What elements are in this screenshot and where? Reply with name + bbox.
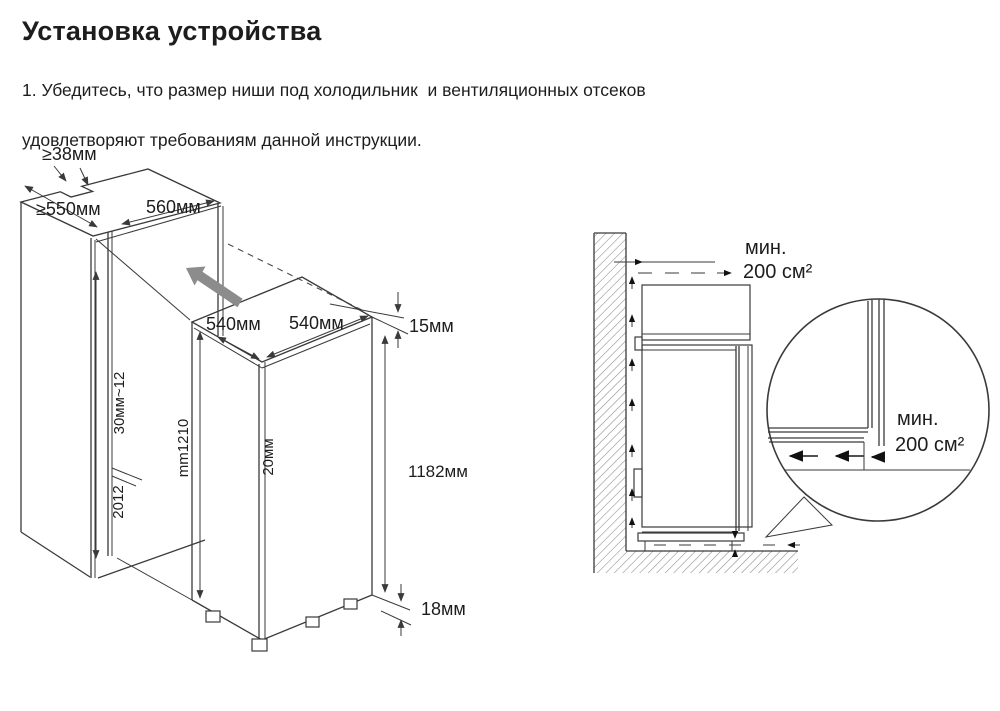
airflow-arrows bbox=[614, 258, 800, 545]
insertion-arrow-icon bbox=[186, 266, 243, 308]
rear-spacer bbox=[634, 336, 643, 351]
rear-spacer bbox=[633, 468, 643, 498]
dim-label-gap: 20мм bbox=[260, 438, 277, 475]
dim-label-top-clearance: 15мм bbox=[409, 316, 454, 336]
vent-label-top-area: 200 см² bbox=[743, 261, 813, 283]
dim-label-fridge-height: 1182мм bbox=[408, 462, 468, 481]
dim-label-min-depth: ≥550мм bbox=[36, 199, 101, 219]
dim-label-side-b: 2012 bbox=[110, 485, 127, 518]
vent-label-top-min: мин. bbox=[745, 237, 787, 259]
wall-hatch bbox=[593, 232, 798, 573]
niche-outline bbox=[19, 168, 367, 601]
vent-label-detail-min: мин. bbox=[897, 408, 939, 430]
fridge-foot bbox=[251, 638, 268, 652]
fridge-side-view bbox=[633, 284, 753, 558]
base-plate bbox=[637, 532, 745, 542]
fridge-foot bbox=[305, 616, 320, 628]
dim-label-inner-height: mm1210 bbox=[175, 419, 192, 477]
upper-vent-box bbox=[641, 284, 751, 341]
fridge-body bbox=[641, 344, 753, 528]
magnifier-circle: мин. 200 см² bbox=[764, 298, 990, 538]
instruction-paragraph: 1. Убедитесь, что размер ниши под холоди… bbox=[22, 78, 646, 153]
instruction-line-1: 1. Убедитесь, что размер ниши под холоди… bbox=[22, 80, 646, 100]
dim-label-top-width: 560мм bbox=[146, 197, 201, 217]
page-title: Установка устройства bbox=[22, 16, 322, 46]
dim-label-side-a: 30мм~12 bbox=[111, 372, 128, 435]
dim-label-pullout: 540мм bbox=[206, 314, 261, 334]
fridge-foot bbox=[343, 598, 358, 610]
vent-label-detail-area: 200 см² bbox=[895, 434, 965, 456]
ventilation-detail-diagram: мин. 200 см² мин. 200 см² bbox=[593, 232, 990, 573]
dim-label-base-height: 18мм bbox=[421, 599, 466, 619]
dimension-lines bbox=[24, 165, 412, 636]
dim-label-vent-gap: ≥38мм bbox=[42, 144, 97, 164]
niche-installation-diagram: ≥38мм ≥550мм 560мм 540мм 540мм 15мм 30мм… bbox=[19, 144, 468, 652]
dim-label-depth: 540мм bbox=[289, 313, 344, 333]
instruction-line-2: удовлетворяют требованиям данной инструк… bbox=[22, 130, 422, 150]
fridge-foot bbox=[205, 610, 221, 623]
